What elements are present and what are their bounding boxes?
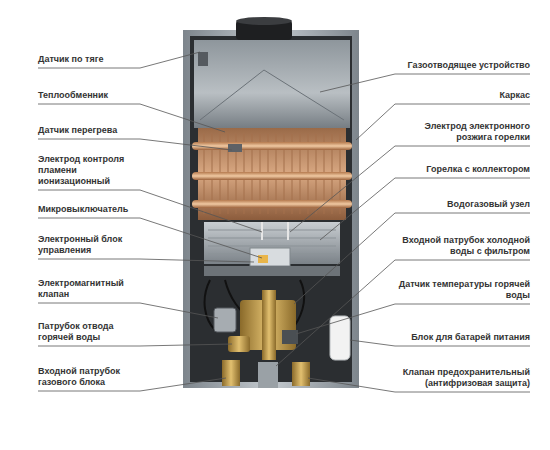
- leader-line: [294, 213, 530, 304]
- copper-tube: [192, 142, 352, 150]
- cold-water-inlet: [258, 362, 278, 388]
- leader-line: [38, 259, 254, 262]
- electrodes: [262, 222, 288, 240]
- draught-sensor: [198, 52, 208, 66]
- safety-valve: [292, 362, 310, 386]
- callout-label: Патрубок отвода горячей воды: [38, 321, 138, 343]
- microswitch: [258, 255, 268, 263]
- gas-manifold: [204, 266, 340, 276]
- callout-label: Датчик температуры горячей воды: [395, 279, 530, 301]
- leader-line: [320, 74, 530, 92]
- callout-label: Микровыключатель: [38, 204, 142, 215]
- callout-label: Датчик перегрева: [38, 125, 142, 136]
- callout-label: Каркас: [395, 90, 530, 101]
- leader-line: [276, 260, 530, 366]
- control-unit: [250, 248, 290, 266]
- callout-label: Входной патрубок холодной воды с фильтро…: [395, 235, 530, 257]
- callout-label: Газоотводящее устройство: [395, 60, 530, 71]
- leader-line: [296, 304, 530, 334]
- callout-label: Теплообменник: [38, 90, 142, 101]
- frame: [183, 30, 359, 388]
- callout-label: Электрод электронного розжига горелки: [395, 121, 530, 143]
- leader-line: [38, 190, 262, 232]
- callout-label: Клапан предохранительный (антифризовая з…: [395, 367, 530, 389]
- leader-line: [320, 178, 530, 240]
- leader-line: [38, 303, 218, 318]
- callout-label: Электрод контроля пламени ионизационный: [38, 154, 138, 187]
- callout-label: Электромагнитный клапан: [38, 278, 138, 300]
- brass-stem: [262, 290, 276, 360]
- flue-outlet-top: [236, 17, 292, 25]
- solenoid-valve: [214, 308, 236, 332]
- callout-label: Электронный блок управления: [38, 234, 138, 256]
- hood-fold: [200, 70, 344, 120]
- heater-body: [183, 17, 359, 388]
- leader-line: [38, 139, 232, 150]
- callout-label: Горелка с коллектором: [395, 164, 530, 175]
- callout-label: Блок для батарей питания: [395, 332, 530, 343]
- flue-hood: [194, 40, 350, 128]
- leader-line: [38, 52, 200, 68]
- callout-label: Водогазовый узел: [395, 199, 530, 210]
- temperature-sensor: [282, 330, 298, 344]
- gas-inlet: [222, 360, 240, 386]
- callout-label: Входной патрубок газового блока: [38, 366, 138, 388]
- callout-label: Датчик по тяге: [38, 54, 142, 65]
- inner-cavity: [190, 36, 352, 382]
- leader-line: [38, 344, 232, 346]
- leader-lines: [38, 52, 530, 392]
- copper-tube: [192, 172, 352, 180]
- leader-line: [38, 218, 262, 258]
- leader-line: [290, 146, 530, 232]
- overheat-sensor: [228, 144, 242, 152]
